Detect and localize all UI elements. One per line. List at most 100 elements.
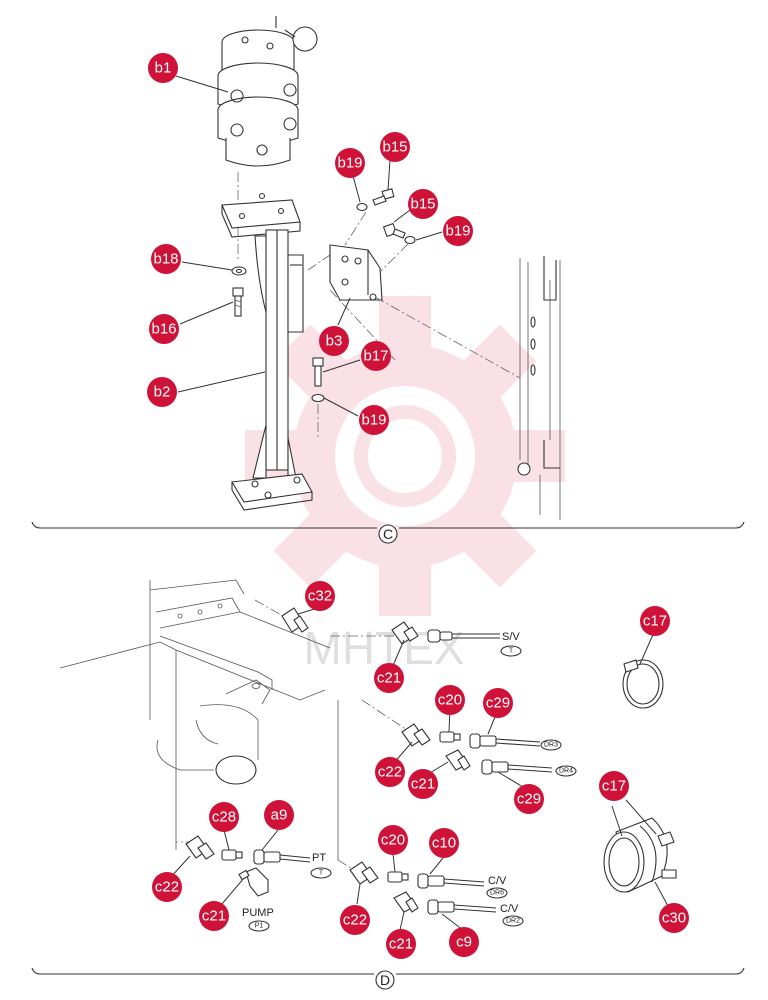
callout-b2: b2 [147,377,177,407]
callout-c32: c32 [305,581,335,611]
svg-text:c21: c21 [411,776,435,793]
svg-text:b19: b19 [337,155,362,172]
callout-c22-left: c22 [152,872,182,902]
bolt [232,287,244,317]
fitting [439,731,461,743]
svg-text:c22: c22 [155,879,179,896]
callout-c21-pump: c21 [199,901,229,931]
dr2-tag: DR2 [506,918,520,925]
section-c-separator: C [31,521,745,544]
svg-text:c29: c29 [517,791,541,808]
svg-text:b19: b19 [445,223,470,240]
fitting [401,723,431,747]
svg-text:c32: c32 [308,588,332,605]
svg-text:c30: c30 [662,910,686,927]
fitting [391,621,419,645]
svg-text:c21: c21 [202,908,226,925]
fitting [185,835,215,860]
dr4-tag: DR4 [559,768,573,775]
callout-c20-upper: c20 [435,685,465,715]
svg-text:c28: c28 [212,809,236,826]
svg-text:c17: c17 [602,778,626,795]
svg-text:b18: b18 [153,251,178,268]
fitting [349,861,379,885]
svg-text:c20: c20 [381,832,405,849]
machine-frame [517,256,561,520]
svg-text:b1: b1 [155,60,172,77]
dr6-tag: DR6 [490,890,504,897]
callout-c21-sv: c21 [374,663,404,693]
callout-b15-top: b15 [380,132,410,162]
sv-tag: T [509,648,514,655]
callout-b18: b18 [151,244,181,274]
hose-fitting [417,873,485,889]
svg-text:b3: b3 [326,333,343,350]
pt-tag: T [319,870,324,877]
callout-c30: c30 [659,903,689,933]
svg-text:c22: c22 [343,912,367,929]
section-d-separator: D [31,967,745,990]
callout-c22-right: c22 [340,905,370,935]
pt-label: PT [312,852,326,864]
watermark-gear-icon [245,296,565,616]
callout-b19-top: b19 [335,148,365,178]
svg-text:c21: c21 [377,670,401,687]
svg-text:b15: b15 [382,139,407,156]
callout-c21-low: c21 [386,929,416,959]
section-d-label: D [380,972,390,988]
elbow-fitting [238,867,269,897]
callout-c17-ring: c17 [640,606,670,636]
svg-text:c10: c10 [432,835,456,852]
cv-lower-label: C/V [500,903,519,915]
hose-fitting [253,849,311,865]
callout-c17-clamp: c17 [599,771,629,801]
pump-label: PUMP [242,907,274,919]
svg-text:c21: c21 [389,936,413,953]
svg-text:c29: c29 [486,695,510,712]
callout-c20-lower: c20 [378,825,408,855]
callout-c29-lower: c29 [514,784,544,814]
svg-text:c17: c17 [643,613,667,630]
cv-upper-label: C/V [488,875,507,887]
section-c-drawing [217,16,561,520]
valve-assembly [217,16,318,167]
callout-c21-mid: c21 [408,769,438,799]
dr3-tag: DR3 [544,742,558,749]
bolt [372,188,395,206]
fitting [221,849,243,861]
stand [221,192,313,511]
bracket [329,244,383,301]
svg-text:b15: b15 [410,196,435,213]
callout-c29-upper: c29 [483,688,513,718]
callout-c28: c28 [209,802,239,832]
svg-text:a9: a9 [271,807,288,824]
fitting [445,749,471,771]
callouts: b1 b15 b19 b15 b19 b18 b16 b3 b17 b2 b19… [147,53,689,959]
svg-text:c20: c20 [438,692,462,709]
callout-b1: b1 [148,53,178,83]
bolt [382,222,406,239]
svg-text:b17: b17 [363,348,388,365]
fitting [387,871,409,883]
bolt [312,357,324,387]
callout-c22-mid: c22 [375,757,405,787]
hose-clamp-sleeve [603,817,677,893]
callout-b19-right: b19 [443,216,473,246]
svg-text:b2: b2 [154,384,171,401]
callout-b3: b3 [319,326,349,356]
callout-b17: b17 [361,341,391,371]
svg-text:b16: b16 [151,321,176,338]
section-c-label: C [383,526,393,542]
fitting [281,607,309,633]
fitting [393,891,419,913]
hose-fitting [481,759,553,775]
hose-fitting [469,733,541,749]
section-d-drawing: S/V T DR3 [59,579,677,932]
callout-c10: c10 [429,828,459,858]
hose-clamp-ring [622,659,664,709]
washer [231,266,247,276]
hose-fitting [427,629,500,643]
callout-b16: b16 [149,314,179,344]
hose-fitting [427,899,497,915]
